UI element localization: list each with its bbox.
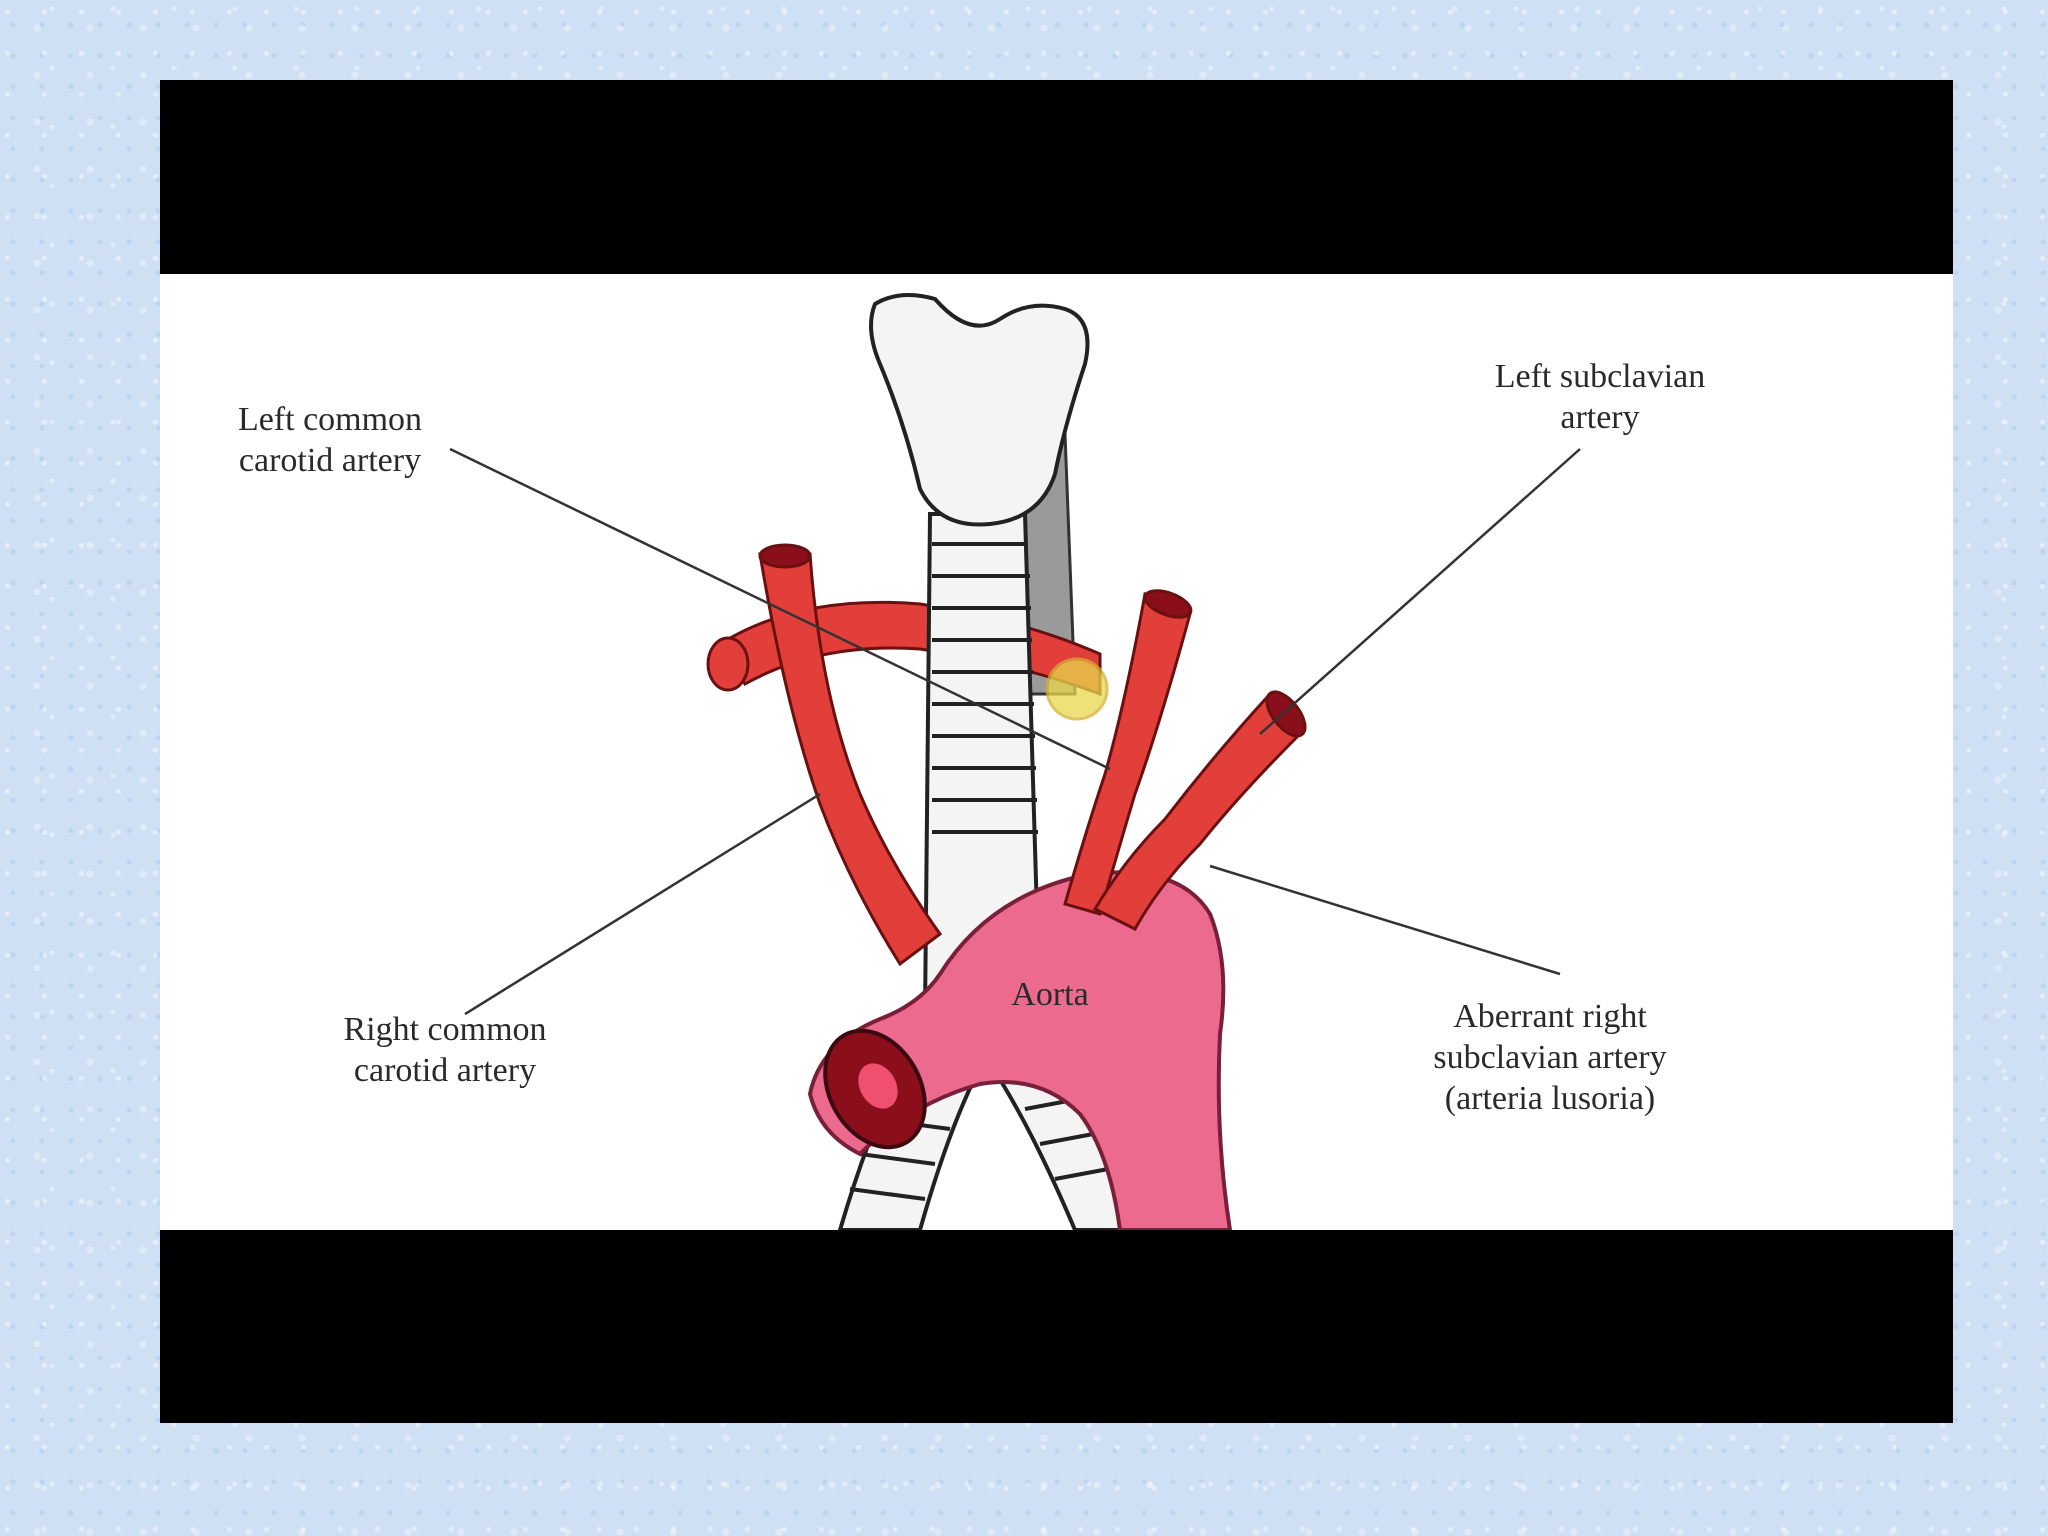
left-subclavian-artery [1092, 691, 1302, 931]
cursor-highlight [1045, 657, 1109, 721]
left-carotid-end [1143, 589, 1193, 619]
leader-aberrant-right-subclavian [1209, 864, 1561, 976]
label-left-common-carotid-artery: Left common carotid artery [237, 401, 423, 479]
aortic-lumen-highlight [858, 1063, 898, 1109]
label-aorta: Aorta [1011, 976, 1089, 1013]
video-frame[interactable]: Left common carotid artery Left subclavi… [160, 80, 1953, 1423]
anatomy-diagram [449, 293, 1581, 1230]
diagram-area: Left common carotid artery Left subclavi… [160, 274, 1953, 1230]
leader-left-common-carotid [449, 447, 1111, 771]
trachea [922, 512, 1043, 1016]
aberrant-artery-end [706, 636, 750, 692]
left-common-carotid-artery [1063, 591, 1192, 916]
larynx [869, 293, 1090, 527]
label-aberrant-right-subclavian-artery: Aberrant right subclavian artery (arteri… [1433, 998, 1667, 1117]
label-left-subclavian-artery: Left subclavian artery [1494, 358, 1706, 436]
right-carotid-end [758, 543, 812, 569]
label-right-common-carotid-artery: Right common carotid artery [343, 1011, 547, 1089]
leader-left-subclavian [1259, 448, 1581, 735]
right-common-carotid-artery [758, 552, 943, 967]
left-subclavian-end [1265, 690, 1307, 738]
leader-right-common-carotid [464, 792, 821, 1016]
